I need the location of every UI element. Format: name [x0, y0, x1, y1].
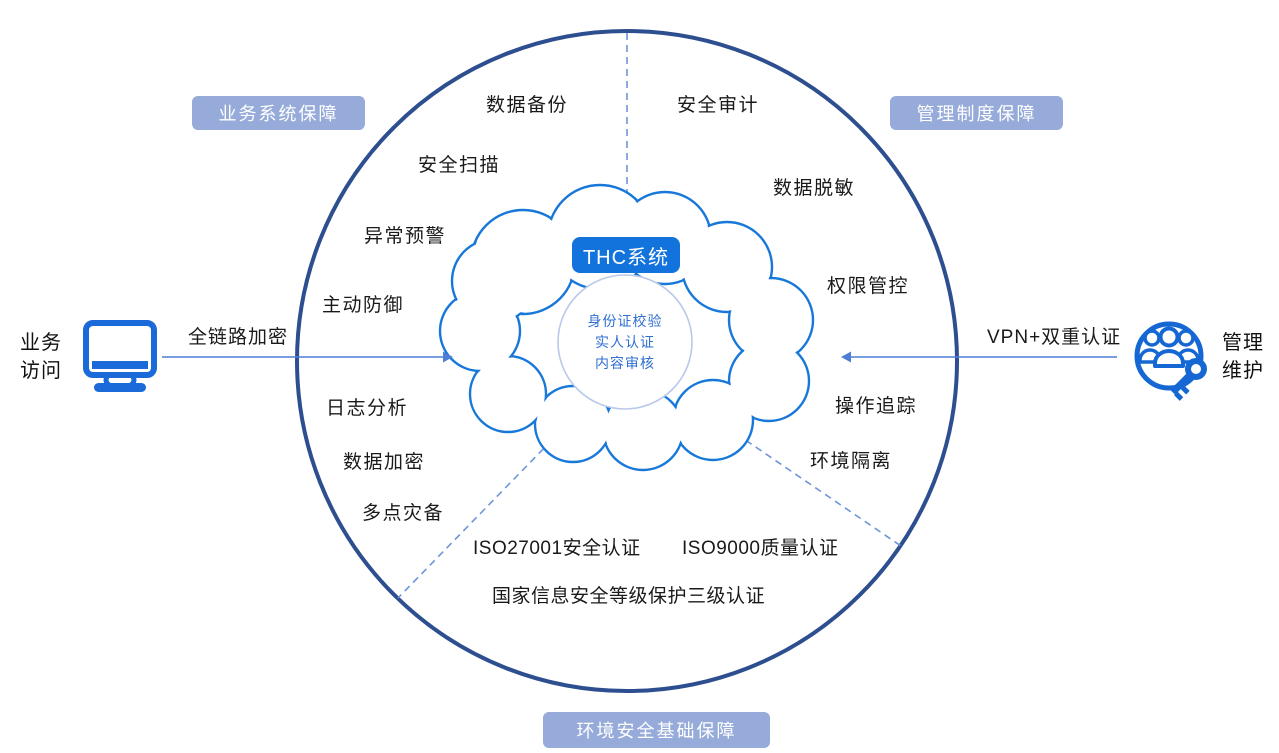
admin-maintain-line-1: 管理	[1222, 332, 1264, 354]
business-access-arrow	[162, 351, 453, 363]
label-data-masking: 数据脱敏	[773, 178, 856, 199]
cloud-shape	[438, 183, 815, 472]
label-security-scan: 安全扫描	[418, 155, 501, 176]
label-log-analysis: 日志分析	[326, 398, 409, 419]
full-link-encryption-label: 全链路加密	[188, 327, 289, 348]
label-iso9000: ISO9000质量认证	[682, 538, 839, 559]
label-env-isolation: 环境隔离	[810, 451, 893, 472]
core-circle	[557, 274, 693, 410]
badge-environment-base: 环境安全基础保障	[543, 712, 770, 748]
label-mlps-level3: 国家信息安全等级保护三级认证	[492, 586, 766, 607]
business-access-line-2: 访问	[20, 360, 62, 382]
business-access-line-1: 业务	[20, 332, 62, 354]
key-glyph	[1170, 358, 1207, 401]
label-security-audit: 安全审计	[677, 95, 760, 116]
core-line-1: 身份证校验	[587, 313, 663, 329]
label-access-control: 权限管控	[827, 276, 910, 297]
label-active-defense: 主动防御	[322, 295, 405, 316]
label-anomaly-alert: 异常预警	[364, 226, 447, 247]
core-capabilities: 身份证校验 实人认证 内容审核	[545, 311, 705, 374]
arrowhead-left	[841, 351, 851, 363]
arrowhead-right	[443, 351, 453, 363]
system-badge: THC系统	[572, 237, 680, 273]
admin-users-key-icon	[1134, 321, 1207, 401]
core-line-2: 实人认证	[595, 334, 655, 350]
sector-divider-left	[397, 439, 553, 599]
label-data-backup: 数据备份	[486, 95, 569, 116]
monitor-icon	[83, 320, 157, 392]
admin-maintain-label: 管理 维护	[1222, 329, 1264, 385]
label-data-encryption: 数据加密	[343, 452, 426, 473]
label-operation-trace: 操作追踪	[835, 396, 918, 417]
admin-maintain-line-2: 维护	[1222, 360, 1264, 382]
business-access-label: 业务 访问	[20, 329, 62, 385]
label-iso27001: ISO27001安全认证	[473, 538, 641, 559]
badge-business-system: 业务系统保障	[192, 96, 365, 130]
admin-access-arrow	[841, 351, 1117, 363]
vpn-dual-auth-label: VPN+双重认证	[987, 327, 1122, 348]
outer-ring	[295, 29, 959, 693]
label-multi-site-dr: 多点灾备	[362, 503, 445, 524]
core-line-3: 内容审核	[595, 355, 655, 371]
badge-management-system: 管理制度保障	[890, 96, 1063, 130]
